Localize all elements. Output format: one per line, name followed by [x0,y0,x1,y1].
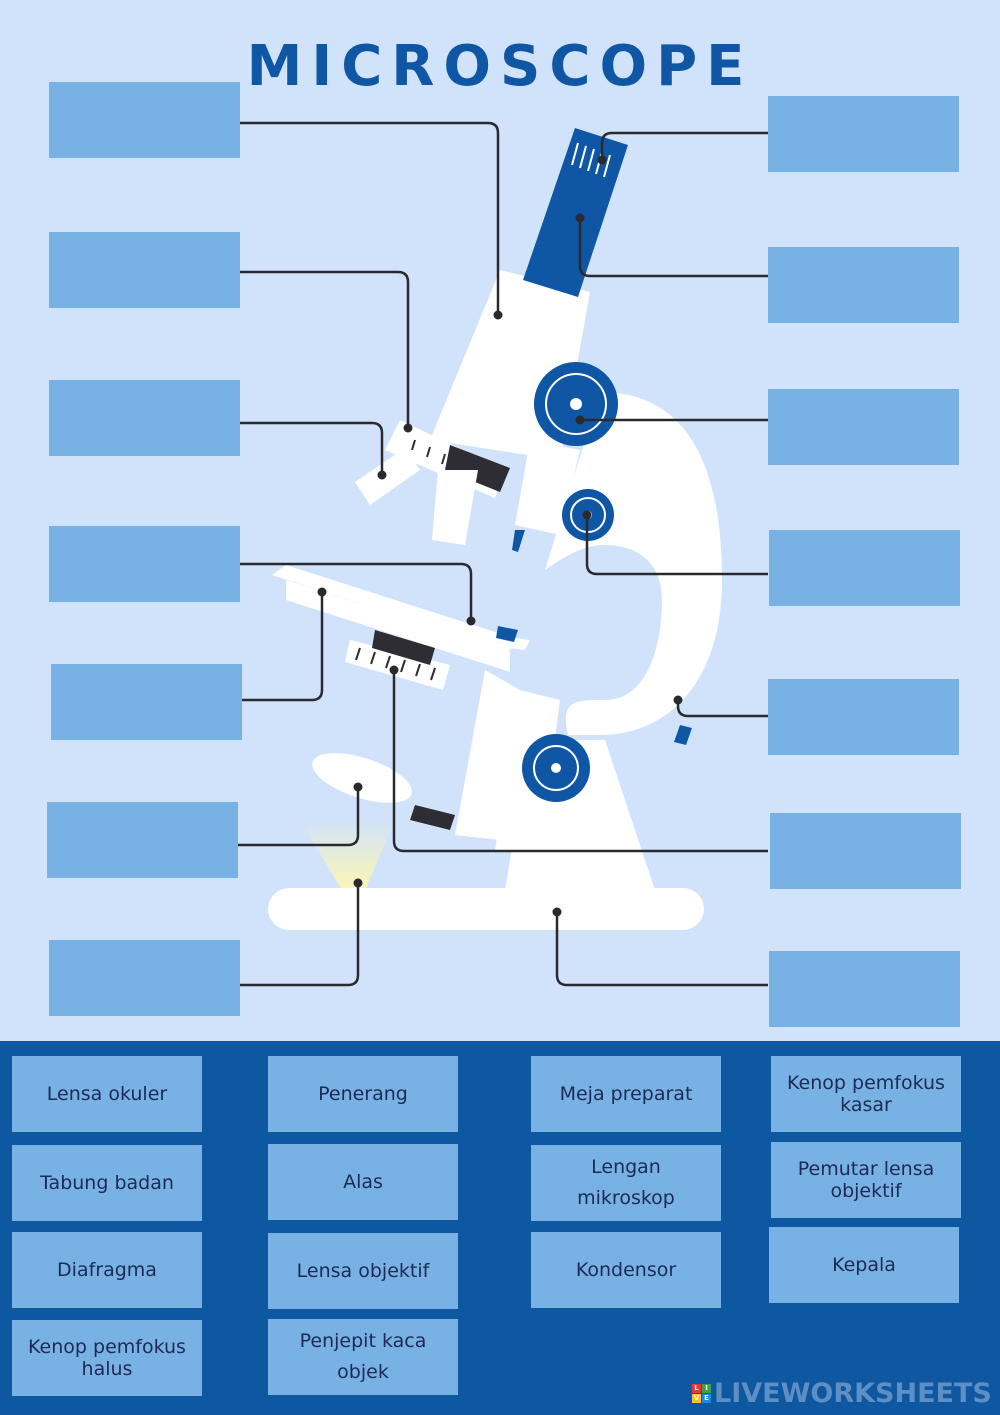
option-label: Kenop pemfokus kasar [777,1072,955,1116]
option-label: Penjepit kaca objek [288,1326,438,1388]
drop-box-left-1[interactable] [49,82,240,158]
logo-mark-icon: L I V E [692,1384,711,1403]
drop-box-right-7[interactable] [769,951,960,1027]
brand-text: LIVEWORKSHEETS [714,1378,992,1409]
liveworksheets-logo: L I V E LIVEWORKSHEETS [692,1378,992,1409]
microscope-illustration [268,128,722,930]
option-card[interactable]: Lensa okuler [12,1056,202,1132]
drop-box-right-5[interactable] [768,679,959,755]
drop-box-right-4[interactable] [769,530,960,606]
drop-box-left-3[interactable] [49,380,240,456]
option-card[interactable]: Penjepit kaca objek [268,1319,458,1395]
logo-letter: L [692,1384,701,1393]
option-label: Kenop pemfokus halus [18,1336,196,1380]
option-card[interactable]: Kepala [769,1227,959,1303]
option-label: Penerang [318,1083,408,1105]
option-label: Lengan mikroskop [566,1152,686,1214]
drop-box-left-6[interactable] [47,802,238,878]
drop-box-left-5[interactable] [51,664,242,740]
option-label: Alas [343,1171,383,1193]
option-label: Tabung badan [40,1172,174,1194]
option-label: Pemutar lensa objektif [777,1158,955,1202]
drop-box-right-3[interactable] [768,389,959,465]
option-card[interactable]: Lensa objektif [268,1233,458,1309]
option-card[interactable]: Alas [268,1144,458,1220]
logo-letter: V [692,1394,701,1403]
option-card[interactable]: Kondensor [531,1232,721,1308]
option-label: Diafragma [57,1259,157,1281]
option-label: Lensa objektif [297,1260,430,1282]
drop-box-right-1[interactable] [768,96,959,172]
answer-bank: Lensa okuler Penerang Meja preparat Keno… [0,1041,1000,1415]
option-card[interactable]: Lengan mikroskop [531,1145,721,1221]
drop-box-right-2[interactable] [768,247,959,323]
option-card[interactable]: Kenop pemfokus halus [12,1320,202,1396]
option-label: Kepala [832,1254,896,1276]
option-card[interactable]: Diafragma [12,1232,202,1308]
option-label: Meja preparat [560,1083,693,1105]
drop-box-left-4[interactable] [49,526,240,602]
option-label: Kondensor [576,1259,676,1281]
option-card[interactable]: Penerang [268,1056,458,1132]
option-card[interactable]: Pemutar lensa objektif [771,1142,961,1218]
option-label: Lensa okuler [47,1083,167,1105]
drop-box-right-6[interactable] [770,813,961,889]
logo-letter: I [702,1384,711,1393]
option-card[interactable]: Meja preparat [531,1056,721,1132]
logo-letter: E [702,1394,711,1403]
drop-box-left-7[interactable] [49,940,240,1016]
drop-box-left-2[interactable] [49,232,240,308]
option-card[interactable]: Tabung badan [12,1145,202,1221]
option-card[interactable]: Kenop pemfokus kasar [771,1056,961,1132]
